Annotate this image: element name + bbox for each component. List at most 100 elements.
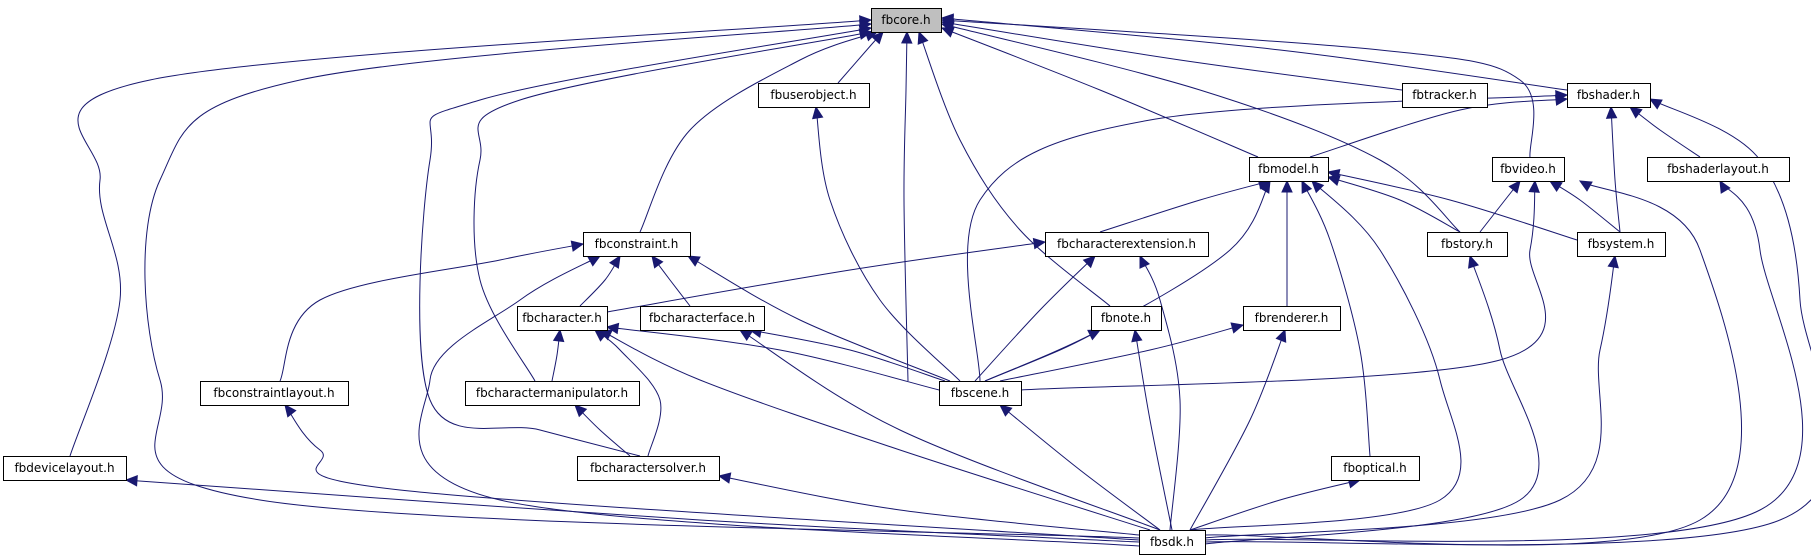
arrowhead — [1082, 255, 1096, 269]
node-fbuserobject[interactable]: fbuserobject.h — [758, 83, 870, 108]
edge-fbsdk-to-fbsystem — [1204, 254, 1619, 539]
node-box — [1567, 83, 1651, 108]
node-box — [517, 306, 608, 331]
edge-line — [144, 23, 1140, 539]
node-box — [1492, 157, 1565, 182]
edge-line — [1301, 180, 1371, 457]
node-fbsystem[interactable]: fbsystem.h — [1577, 232, 1666, 257]
arrowhead — [870, 31, 884, 45]
edge-line — [1327, 171, 1578, 241]
node-fbshader[interactable]: fbshader.h — [1567, 83, 1651, 108]
edge-fbsdk-to-fbcharacterextension — [1139, 254, 1181, 531]
edge-fbconstraintlayout-to-fbconstraint — [279, 240, 585, 382]
node-box — [200, 381, 349, 406]
edge-fbscene-to-fbcore — [901, 30, 913, 382]
arrowhead — [1548, 180, 1563, 193]
node-box — [583, 232, 691, 257]
edge-fbnote-to-fbcore — [917, 30, 1111, 307]
node-box — [1647, 157, 1790, 182]
node-fbcharacter[interactable]: fbcharacter.h — [517, 306, 608, 331]
edge-line — [739, 329, 1161, 531]
node-label: fbrenderer.h — [1255, 311, 1329, 325]
edge-fbcharacterextension-to-fbmodel — [1099, 178, 1272, 233]
edge-fbscene-to-fbrenderer — [999, 322, 1245, 382]
edge-line — [1309, 98, 1568, 158]
edge-line — [1139, 255, 1181, 531]
node-box — [871, 8, 942, 33]
edge-line — [1020, 180, 1547, 391]
edge-line — [1204, 180, 1804, 542]
edge-line — [1189, 329, 1286, 531]
edge-line — [279, 243, 584, 382]
node-fbvideo[interactable]: fbvideo.h — [1492, 157, 1565, 182]
node-fbconstraint[interactable]: fbconstraint.h — [583, 232, 691, 257]
edge-fbstory-to-fbcore — [940, 21, 1461, 233]
node-box — [577, 456, 720, 481]
node-fbstory[interactable]: fbstory.h — [1427, 232, 1508, 257]
arrowhead — [859, 19, 873, 31]
node-fbscene[interactable]: fbscene.h — [939, 381, 1022, 406]
arrowhead — [574, 404, 588, 418]
arrowhead — [1032, 237, 1047, 250]
edge-fbcharacterface-to-fbconstraint — [651, 255, 691, 307]
node-fbdevicelayout[interactable]: fbdevicelayout.h — [3, 456, 127, 481]
node-box — [1091, 306, 1162, 331]
node-label: fbcharacterface.h — [649, 311, 755, 325]
edge-line — [999, 324, 1244, 382]
node-fbsdk[interactable]: fbsdk.h — [1139, 530, 1206, 555]
edge-fbsdk-to-fbvideo — [1204, 180, 1743, 546]
edge-fbscene-to-fbvideo — [1020, 179, 1547, 391]
nodes-layer: fbcore.h fbuserobject.h fbtracker.h fbshade… — [3, 8, 1790, 555]
node-box — [1427, 232, 1508, 257]
node-label: fbcharactersolver.h — [590, 461, 706, 475]
node-fbtracker[interactable]: fbtracker.h — [1402, 83, 1488, 108]
node-fbcharacterextension[interactable]: fbcharacterextension.h — [1045, 232, 1209, 257]
node-fbconstraintlayout[interactable]: fbconstraintlayout.h — [200, 381, 349, 406]
node-fbcharactermanipulator[interactable]: fbcharactermanipulator.h — [465, 381, 640, 406]
edge-fbcharactersolver-to-fbcharactermanipulator — [574, 404, 631, 457]
arrowhead — [999, 404, 1013, 417]
arrowhead — [1719, 179, 1731, 194]
edge-line — [606, 326, 940, 391]
edge-fbsdk-to-fbcore — [144, 19, 1140, 539]
edge-fbscene-to-fbmodel — [984, 179, 1271, 382]
edge-line — [1610, 106, 1621, 233]
edge-line — [1189, 479, 1361, 531]
node-fbrenderer[interactable]: fbrenderer.h — [1243, 306, 1341, 331]
edge-line — [419, 27, 872, 457]
node-label: fbuserobject.h — [770, 88, 856, 102]
arrowhead — [1131, 328, 1143, 343]
node-label: fbmodel.h — [1258, 162, 1319, 176]
arrowhead — [284, 404, 297, 418]
node-box — [1243, 306, 1341, 331]
edge-fbscene-to-fbcharacterextension — [974, 255, 1096, 382]
node-box — [1139, 530, 1206, 555]
node-fbnote[interactable]: fbnote.h — [1091, 306, 1162, 331]
node-fbshaderlayout[interactable]: fbshaderlayout.h — [1647, 157, 1790, 182]
edge-line — [1629, 106, 1701, 158]
arrowhead — [901, 30, 913, 44]
arrowhead — [1139, 254, 1151, 269]
edge-line — [718, 475, 1140, 536]
node-fbcharacterface[interactable]: fbcharacterface.h — [640, 306, 765, 331]
node-fbmodel[interactable]: fbmodel.h — [1249, 157, 1329, 182]
edge-line — [984, 180, 1271, 382]
arrowhead — [812, 105, 824, 120]
arrowhead — [570, 240, 585, 252]
arrowhead — [651, 255, 664, 269]
arrowhead — [1607, 254, 1619, 269]
node-label: fbcore.h — [881, 13, 930, 27]
edge-fbrenderer-to-fbmodel — [1281, 179, 1293, 306]
edge-line — [284, 404, 1140, 541]
node-fboptical[interactable]: fboptical.h — [1331, 456, 1420, 481]
arrowhead — [1605, 105, 1618, 119]
node-fbcharactersolver[interactable]: fbcharactersolver.h — [577, 456, 720, 481]
node-fbcore[interactable]: fbcore.h — [871, 8, 942, 33]
edge-line — [918, 31, 1111, 307]
edge-fbcharacter-to-fbcharacterextension — [606, 237, 1047, 313]
arrowhead — [608, 254, 621, 269]
arrowhead — [1555, 89, 1569, 102]
node-label: fbsdk.h — [1150, 535, 1194, 549]
edge-line — [125, 479, 1140, 543]
arrowhead — [1087, 329, 1102, 341]
